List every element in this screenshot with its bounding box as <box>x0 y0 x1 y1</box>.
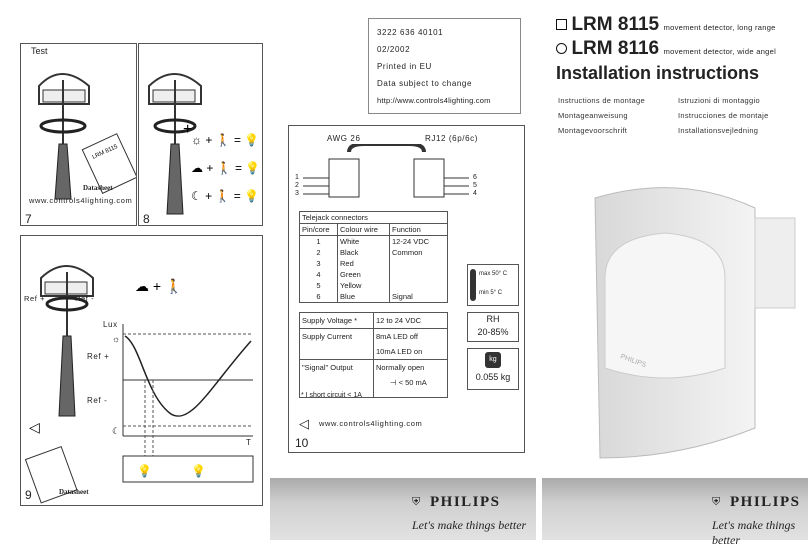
test-label: Test <box>31 46 48 56</box>
footer-bar-right: ⛨ PHILIPS Let's make things better <box>542 478 808 547</box>
page-title: Installation instructions <box>556 63 760 83</box>
weight-spec: kg 0.055 kg <box>467 348 519 390</box>
svg-text:☼ + 🚶 = 💡: ☼ + 🚶 = 💡 <box>191 133 259 147</box>
svg-text:☁ + 🚶: ☁ + 🚶 <box>135 278 182 295</box>
info-code: 3222 636 40101 <box>377 28 444 37</box>
svg-text:☾: ☾ <box>112 426 120 436</box>
url-text[interactable]: www.controls4lighting.com <box>319 419 423 428</box>
transistor-icon: ⊣ <box>390 378 397 387</box>
rj-label: RJ12 (6p/6c) <box>425 134 478 143</box>
panel-7-test: Test LRM 8115 Datasheet www.controls4lig… <box>20 43 137 226</box>
panel-number: 9 <box>25 488 32 502</box>
cable-illustration <box>303 144 469 198</box>
table-title: Telejack connectors <box>299 211 448 224</box>
panel-number: 8 <box>143 212 150 226</box>
thermometer-icon <box>470 269 476 301</box>
tagline: Let's make things better <box>712 518 796 547</box>
model-1: LRM 8115 <box>571 14 660 35</box>
ref-plus-label: Ref + <box>24 294 46 303</box>
supply-table: Supply Voltage *12 to 24 VDC Supply Curr… <box>299 312 448 398</box>
philips-shield-icon: ⛨ <box>712 496 721 508</box>
product-photo: PHILIPS <box>594 187 796 459</box>
ref-minus-label: Ref - <box>75 294 95 303</box>
info-printed: Printed in EU <box>377 62 432 71</box>
lux-curve <box>124 335 252 417</box>
panel-9-reference: ☁ + 🚶 💡 💡 ☼ ☾ ◁ Ref + Ref - Lux Ref + Ref … <box>20 235 263 506</box>
url-text[interactable]: www.controls4lighting.com <box>29 196 133 205</box>
svg-text:☾ + 🚶 = 💡: ☾ + 🚶 = 💡 <box>191 189 259 203</box>
lux-axis-label: Lux <box>103 320 118 329</box>
philips-shield-icon: ⛨ <box>412 496 421 508</box>
sensor-test-illustration: LRM 8115 <box>38 73 136 200</box>
philips-logo: PHILIPS <box>430 494 501 510</box>
temperature-spec: max 50° C min 5° C <box>467 264 519 306</box>
info-url[interactable]: http://www.controls4lighting.com <box>377 96 491 105</box>
sensor-adjust-illustration: + ☼ + 🚶 = 💡 ☁ + 🚶 = 💡 ☾ + 🚶 = 💡 <box>148 73 260 215</box>
awg-label: AWG 26 <box>327 134 361 143</box>
tagline: Let's make things better <box>412 518 527 532</box>
chart-ref-minus: Ref - <box>87 396 108 405</box>
chart-ref-plus: Ref + <box>87 352 110 361</box>
panel-number: 10 <box>295 436 309 450</box>
sensor-icon: ◁ <box>299 416 309 431</box>
svg-text:☁ + 🚶 = 💡: ☁ + 🚶 = 💡 <box>191 161 260 175</box>
philips-logo: PHILIPS <box>730 494 801 510</box>
info-disclaimer: Data subject to change <box>377 79 473 88</box>
svg-text:+: + <box>183 121 192 138</box>
panel-number: 7 <box>25 212 32 226</box>
info-date: 02/2002 <box>377 45 411 54</box>
reference-illustration: ☁ + 🚶 💡 💡 ☼ ☾ ◁ <box>24 265 254 504</box>
svg-text:☼: ☼ <box>112 334 120 344</box>
square-checkbox-icon <box>556 19 567 30</box>
weight-icon: kg <box>485 352 501 368</box>
panel-8-sensitivity: + ☼ + 🚶 = 💡 ☁ + 🚶 = 💡 ☾ + 🚶 = 💡 8 <box>138 43 263 226</box>
footnote: * I short circuit < 1A <box>301 392 362 399</box>
model-2: LRM 8116 <box>571 38 660 59</box>
svg-text:◁: ◁ <box>29 419 40 435</box>
document-info-box: 3222 636 40101 02/2002 Printed in EU Dat… <box>368 18 521 114</box>
footer-bar-left: ⛨ PHILIPS Let's make things better <box>270 478 536 540</box>
circle-checkbox-icon <box>556 43 567 54</box>
datasheet-label: Datasheet <box>83 184 113 192</box>
datasheet-label: Datasheet <box>59 488 89 496</box>
title-block: LRM 8115 movement detector, long range L… <box>556 14 777 83</box>
time-axis-label: T <box>246 438 252 447</box>
svg-text:💡: 💡 <box>137 464 152 478</box>
svg-text:💡: 💡 <box>191 464 206 478</box>
